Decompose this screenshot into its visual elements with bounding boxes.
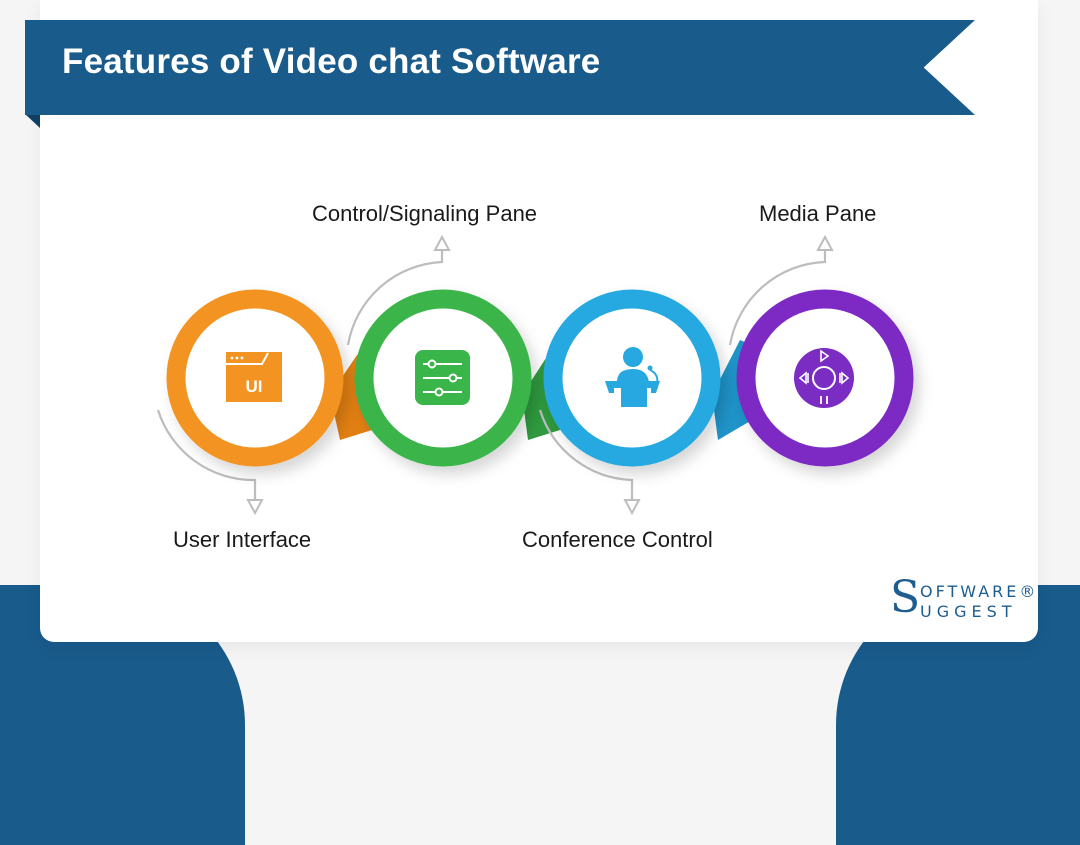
connector-conference-control (538, 409, 634, 500)
logo-big-letter: S (890, 572, 921, 623)
arrow-down-icon (246, 499, 264, 516)
arrowheads (246, 234, 834, 516)
features-diagram: UI (156, 234, 914, 516)
connector-control-signaling (346, 250, 444, 346)
svg-text:UI: UI (246, 377, 263, 396)
page-title: Features of Video chat Software (62, 42, 601, 81)
arrow-up-icon (816, 234, 834, 251)
feature-label-user-interface: User Interface (173, 527, 312, 552)
speaker-podium-icon (605, 347, 660, 407)
arrow-up-icon (433, 234, 451, 251)
banner-fold (25, 114, 40, 128)
sliders-icon (415, 350, 470, 405)
feature-label-media-pane: Media Pane (759, 201, 877, 226)
media-controls-icon (794, 348, 854, 408)
connector-user-interface (156, 409, 257, 500)
feature-label-control-signaling: Control/Signaling Pane (312, 201, 538, 226)
title-banner: Features of Video chat Software (25, 20, 975, 115)
logo-bottom-line: UGGEST (920, 602, 1017, 621)
ui-window-icon: UI (226, 352, 282, 402)
softwaresuggest-logo: S OFTWARE® UGGEST (890, 574, 1035, 626)
connector-lines (156, 250, 827, 500)
connector-media-pane (728, 250, 827, 346)
feature-label-conference-control: Conference Control (522, 527, 713, 552)
arrow-down-icon (623, 499, 641, 516)
logo-top-line: OFTWARE® (920, 582, 1039, 601)
